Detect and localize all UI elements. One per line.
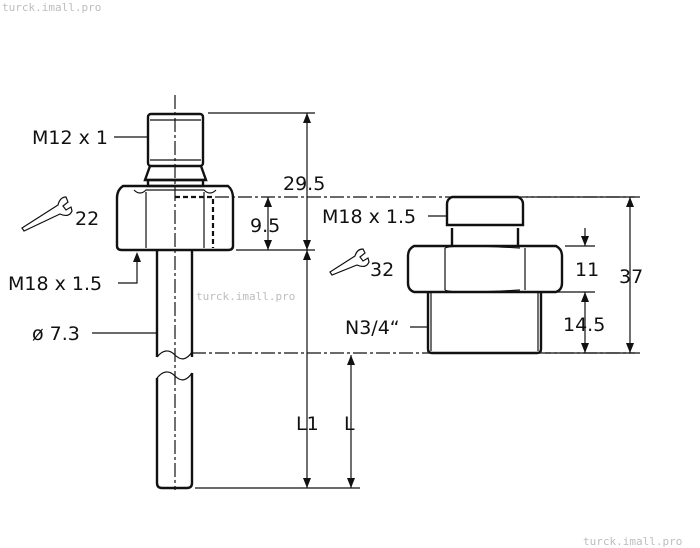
sensor-outline: [115, 95, 235, 490]
wrench-size-label: 22: [75, 208, 99, 230]
watermark: turck.imall.pro: [583, 535, 682, 548]
adapter-outline: [406, 195, 564, 355]
shaft-diameter-label: ø 7.3: [32, 323, 80, 345]
dim-11: 11: [575, 259, 599, 281]
adapter-top-thread-label: M18 x 1.5: [322, 206, 416, 228]
dim-L: L: [344, 413, 355, 435]
adapter-bottom-thread-label: N3/4“: [345, 317, 400, 339]
dim-29-5: 29.5: [283, 173, 325, 195]
connector-thread-label: M12 x 1: [32, 127, 108, 149]
watermark: turck.imall.pro: [196, 290, 295, 303]
wrench-icon: [329, 248, 370, 276]
process-thread-label: M18 x 1.5: [8, 273, 102, 295]
dim-37: 37: [619, 266, 643, 288]
watermark: turck.imall.pro: [2, 1, 101, 14]
dim-14-5: 14.5: [563, 314, 605, 336]
adapter-wrench-size-label: 32: [370, 259, 394, 281]
dim-9-5: 9.5: [250, 215, 280, 237]
dim-L1: L1: [296, 413, 319, 435]
wrench-icon: [21, 196, 73, 232]
